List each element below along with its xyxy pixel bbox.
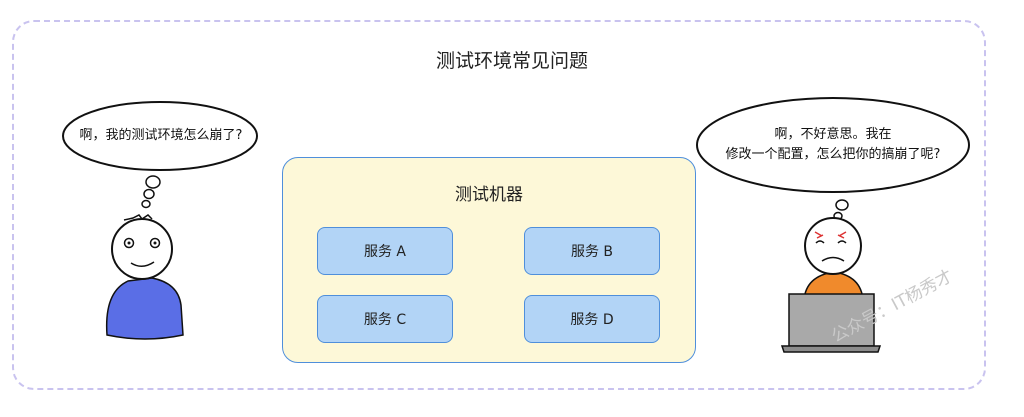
left-thought-dot-1: [145, 175, 161, 189]
diagram-title: 测试环境常见问题: [435, 50, 588, 72]
service-b-box[interactable]: 服务 B: [524, 227, 660, 275]
right-speech-line-1: 啊，不好意思。我在: [774, 127, 892, 142]
left-speech-text: 啊，我的测试环境怎么崩了?: [79, 128, 243, 143]
left-person-icon: [105, 214, 184, 340]
right-person-icon: [780, 217, 882, 353]
left-thought-dot-3: [141, 199, 151, 209]
left-thought-dot-2: [143, 188, 155, 200]
right-speech-line-2: 修改一个配置，怎么把你的搞崩了呢?: [725, 147, 941, 162]
right-thought-dot-1: [835, 199, 849, 211]
service-d-box[interactable]: 服务 D: [524, 295, 660, 343]
service-c-box[interactable]: 服务 C: [317, 295, 453, 343]
test-machine-title: 测试机器: [455, 185, 523, 205]
service-a-box[interactable]: 服务 A: [317, 227, 453, 275]
diagram-frame: [12, 20, 986, 390]
left-speech-bubble: [62, 101, 258, 171]
right-speech-bubble: [696, 97, 970, 193]
